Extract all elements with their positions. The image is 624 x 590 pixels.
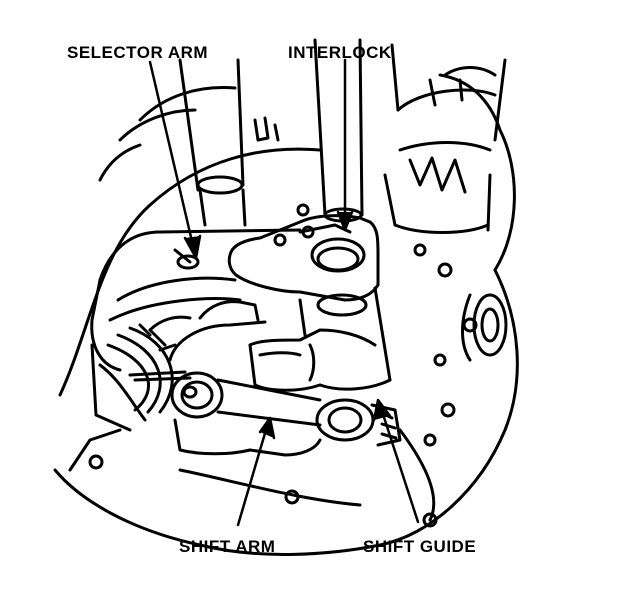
interlock-plate bbox=[227, 214, 380, 302]
shift-arm-label: SHIFT ARM bbox=[179, 537, 276, 556]
selector-arm-arrowhead bbox=[183, 234, 202, 260]
countershaft-gear bbox=[383, 43, 507, 234]
interlock-arrowhead bbox=[336, 210, 354, 232]
selector-arm-assembly bbox=[90, 228, 302, 432]
selector-arm-leader bbox=[148, 60, 196, 252]
shift-arm-leader bbox=[236, 421, 270, 527]
shift-guide-label: SHIFT GUIDE bbox=[363, 537, 477, 556]
selector-shaft bbox=[138, 58, 280, 227]
selector-arm-label: SELECTOR ARM bbox=[67, 43, 209, 62]
interlock-label: INTERLOCK bbox=[288, 43, 392, 62]
shift-guide-leader bbox=[378, 403, 420, 524]
transmission-housing bbox=[53, 73, 519, 556]
leader-lines bbox=[148, 58, 420, 527]
interlock-rod bbox=[313, 38, 364, 223]
shift-guide-body bbox=[248, 286, 392, 392]
shift-arm-arrowhead bbox=[258, 416, 276, 440]
shift-guide-arrowhead bbox=[372, 398, 392, 422]
detent-spring bbox=[106, 323, 192, 414]
